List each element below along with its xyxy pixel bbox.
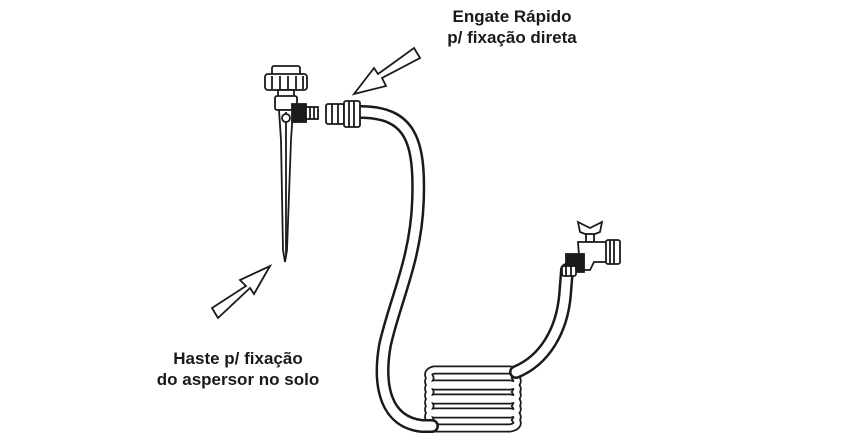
ground-stake-label: Haste p/ fixação do aspersor no solo xyxy=(118,348,358,390)
arrow-icon xyxy=(210,46,422,320)
quick-coupler-icon xyxy=(325,100,361,128)
hose-coil xyxy=(424,365,522,433)
sprinkler-icon xyxy=(264,65,319,263)
arrow-to-coupler xyxy=(351,46,422,96)
quick-coupler-label-line1: Engate Rápido xyxy=(452,7,572,26)
ground-stake-label-line1: Haste p/ fixação xyxy=(173,349,303,368)
arrow-to-stake xyxy=(210,263,273,320)
garden-hose-icon xyxy=(353,105,574,433)
ground-stake-label-line2: do aspersor no solo xyxy=(156,370,320,389)
quick-coupler-label: Engate Rápido p/ fixação direta xyxy=(412,6,612,48)
quick-coupler-label-line2: p/ fixação direta xyxy=(447,28,577,47)
water-faucet-icon xyxy=(561,220,621,277)
